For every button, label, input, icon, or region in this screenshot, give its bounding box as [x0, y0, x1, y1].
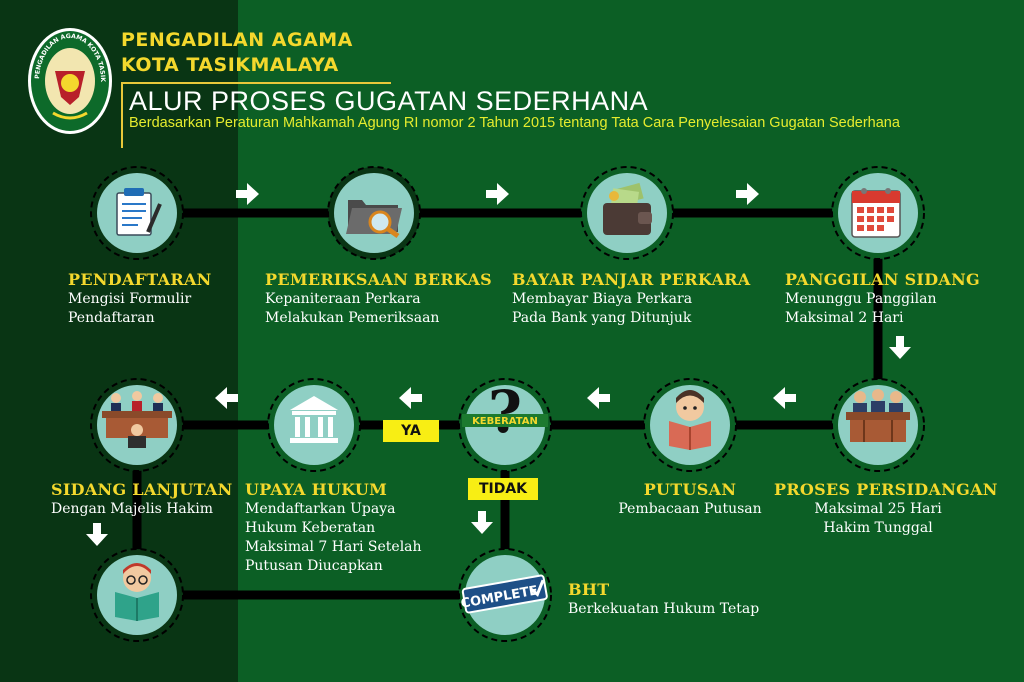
node-bayar — [580, 166, 674, 260]
student-reading-icon — [115, 563, 159, 621]
step-title-persidangan: PROSES PERSIDANGAN — [774, 480, 998, 499]
step-desc-pendaftaran-1: Mengisi Formulir — [68, 291, 192, 307]
step-title-pendaftaran: PENDAFTARAN — [68, 270, 212, 289]
calendar-icon — [851, 188, 901, 238]
right-green-panel — [238, 0, 1024, 682]
question-icon: ? — [488, 378, 522, 446]
header-accent-bar — [121, 84, 123, 148]
step-desc-pemeriksaan-2: Melakukan Pemeriksaan — [265, 310, 440, 326]
reader-icon — [669, 390, 711, 450]
decision-yes-tag: YA — [383, 420, 439, 442]
step-desc-panggilan-2: Maksimal 2 Hari — [785, 310, 904, 326]
step-desc-bht-1: Berkekuatan Hukum Tetap — [568, 601, 760, 617]
step-desc-sidang-lanjutan-1: Dengan Majelis Hakim — [51, 501, 213, 517]
node-upaya — [267, 378, 361, 472]
court-emblem-logo: PENGADILAN AGAMA KOTA TASIKMALAYA — [27, 27, 112, 134]
arrow-left-1 — [773, 387, 796, 409]
form-icon — [116, 188, 162, 236]
complete-stamp-icon: COMPLETE — [460, 574, 548, 614]
node-sidang-lanjutan — [90, 378, 184, 472]
step-desc-bayar-1: Membayar Biaya Perkara — [512, 291, 693, 307]
step-desc-upaya-4: Putusan Diucapkan — [245, 558, 383, 574]
court-session-icon — [102, 391, 172, 448]
step-desc-panggilan-1: Menunggu Panggilan — [785, 291, 937, 307]
step-desc-pendaftaran-2: Pendaftaran — [68, 310, 155, 326]
step-title-upaya: UPAYA HUKUM — [245, 480, 388, 499]
arrow-down-panggilan — [889, 336, 911, 359]
folder-search-icon — [346, 200, 402, 239]
decision-no-tag: TIDAK — [468, 478, 538, 500]
step-title-bht: BHT — [568, 580, 610, 599]
node-putusan — [643, 378, 737, 472]
keberatan-badge: KEBERATAN — [472, 416, 538, 427]
org-name-line1: PENGADILAN AGAMA — [121, 29, 353, 51]
node-sidang-lanjutan-result — [90, 548, 184, 642]
node-bht: COMPLETE — [458, 548, 552, 642]
arrow-right-3 — [736, 183, 759, 205]
judges-icon — [846, 389, 910, 442]
node-persidangan — [831, 378, 925, 472]
step-title-sidang-lanjutan: SIDANG LANJUTAN — [51, 480, 233, 499]
arrow-down-tidak — [471, 511, 493, 534]
arrow-down-sidang — [86, 523, 108, 546]
arrow-right-2 — [486, 183, 509, 205]
header-divider — [121, 82, 391, 84]
node-pendaftaran — [90, 166, 184, 260]
step-desc-persidangan-1: Maksimal 25 Hari — [814, 501, 942, 517]
step-desc-bayar-2: Pada Bank yang Ditunjuk — [512, 310, 692, 326]
node-panggilan — [831, 166, 925, 260]
node-keberatan: ? KEBERATAN — [458, 378, 552, 472]
courthouse-icon — [290, 396, 338, 443]
arrow-left-4 — [215, 387, 238, 409]
step-desc-persidangan-2: Hakim Tunggal — [823, 520, 933, 536]
wallet-icon — [603, 182, 652, 235]
arrow-left-3 — [399, 387, 422, 409]
org-name-line2: KOTA TASIKMALAYA — [121, 54, 339, 76]
step-desc-pemeriksaan-1: Kepaniteraan Perkara — [265, 291, 421, 307]
arrow-right-1 — [236, 183, 259, 205]
step-title-bayar: BAYAR PANJAR PERKARA — [512, 270, 751, 289]
step-desc-putusan-1: Pembacaan Putusan — [618, 501, 762, 517]
step-desc-upaya-2: Hukum Keberatan — [245, 520, 376, 536]
step-title-putusan: PUTUSAN — [643, 480, 737, 499]
step-title-pemeriksaan: PEMERIKSAAN BERKAS — [265, 270, 493, 289]
page-title: ALUR PROSES GUGATAN SEDERHANA — [129, 86, 649, 116]
step-desc-upaya-3: Maksimal 7 Hari Setelah — [245, 539, 422, 555]
arrow-left-2 — [587, 387, 610, 409]
step-desc-upaya-1: Mendaftarkan Upaya — [245, 501, 396, 517]
step-title-panggilan: PANGGILAN SIDANG — [785, 270, 980, 289]
page-subtitle: Berdasarkan Peraturan Mahkamah Agung RI … — [129, 115, 900, 131]
node-pemeriksaan — [327, 166, 421, 260]
